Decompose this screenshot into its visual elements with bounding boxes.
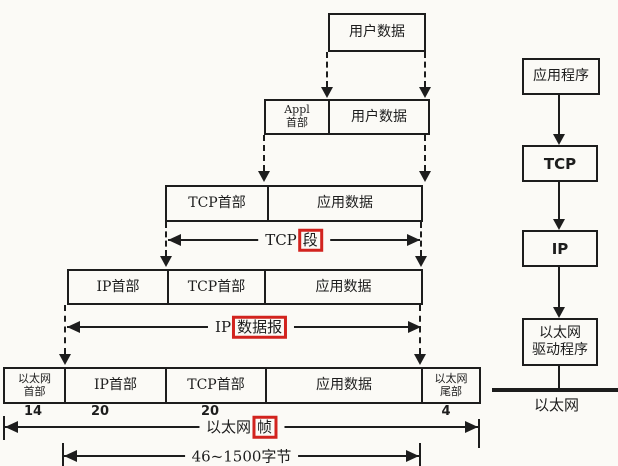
ethernet-frame-highlight-box: 帧 [252, 415, 278, 439]
stack-connector-line [558, 182, 560, 220]
row3-tcp-header-cell: TCP首部 [188, 195, 246, 212]
dashed-connector [326, 52, 328, 87]
eth-header-bytes: 14 [23, 404, 43, 419]
stack-connector-line [558, 366, 560, 389]
stack-tcp-box: TCP [522, 145, 598, 182]
arrowhead-down-icon [419, 171, 431, 182]
dashed-connector [424, 135, 426, 171]
ip-datagram-highlight-box: 数据报 [232, 315, 288, 339]
ip-datagram-label-prefix: IP [215, 317, 232, 336]
row4-tcp-header-cell: TCP首部 [167, 271, 264, 303]
arrowhead-left-icon [5, 421, 18, 433]
arrowhead-down-icon [160, 256, 172, 267]
arrowhead-down-icon [553, 307, 565, 318]
tcp-segment-label-prefix: TCP [265, 230, 297, 249]
span-end-tick [419, 443, 421, 466]
row2-appl-header-cell: Appl 首部 [284, 103, 310, 129]
row5-ip-header-cell: IP首部 [64, 369, 165, 402]
arrowhead-down-icon [321, 87, 333, 98]
ethernet-frame-label: 以太网帧 [198, 415, 285, 439]
row4-ip-header-cell: IP首部 [96, 278, 140, 295]
row5-tcp-header-cell: TCP首部 [165, 369, 265, 402]
arrowhead-down-icon [258, 171, 270, 182]
row4-app-data-cell: 应用数据 [264, 271, 421, 303]
frame-size-span-arrow: 46~1500字节 [64, 445, 419, 466]
dashed-connector [420, 222, 422, 256]
row5-box: 以太网 首部 IP首部 TCP首部 应用数据 以太网 尾部 [3, 367, 481, 404]
row5-eth-header-cell: 以太网 首部 [18, 371, 51, 398]
row2-box: Appl 首部 用户数据 [264, 99, 430, 135]
row3-box: TCP首部 应用数据 [165, 185, 423, 222]
arrowhead-right-icon [407, 234, 420, 246]
row2-user-data-cell: 用户数据 [328, 101, 428, 133]
arrowhead-down-icon [414, 354, 426, 365]
ethernet-medium-line [492, 388, 618, 392]
stack-application-box: 应用程序 [522, 58, 600, 95]
row1-user-data-box: 用户数据 [328, 13, 426, 52]
ip-header-bytes: 20 [90, 404, 110, 419]
tcp-segment-highlight-box: 段 [297, 228, 323, 252]
span-end-tick [3, 416, 5, 440]
arrowhead-down-icon [419, 87, 431, 98]
arrowhead-down-icon [553, 134, 565, 145]
span-end-tick [62, 443, 64, 466]
arrowhead-down-icon [415, 256, 427, 267]
arrowhead-right-icon [465, 421, 478, 433]
arrowhead-left-icon [168, 234, 181, 246]
arrowhead-left-icon [64, 450, 77, 462]
stack-connector-line [558, 95, 560, 135]
arrowhead-left-icon [67, 321, 80, 333]
span-end-tick [478, 419, 480, 448]
dashed-connector [424, 52, 426, 87]
frame-size-label: 46~1500字节 [184, 445, 299, 466]
row5-app-data-cell: 应用数据 [265, 369, 421, 402]
arrowhead-down-icon [553, 219, 565, 230]
arrowhead-right-icon [408, 321, 421, 333]
dashed-connector [64, 305, 66, 354]
stack-ethernet-driver-box: 以太网 驱动程序 [522, 318, 598, 366]
tcp-header-bytes: 20 [200, 404, 220, 419]
row3-app-data-cell: 应用数据 [267, 187, 421, 220]
stack-ip-box: IP [522, 230, 598, 267]
ethernet-frame-span-arrow: 以太网帧 [5, 415, 478, 439]
row1-user-data-label: 用户数据 [349, 24, 405, 41]
ethernet-medium-label: 以太网 [534, 396, 580, 414]
row4-box: IP首部 TCP首部 应用数据 [67, 269, 423, 305]
arrowhead-down-icon [59, 354, 71, 365]
row5-eth-trailer-cell: 以太网 尾部 [421, 369, 479, 402]
arrowhead-right-icon [406, 450, 419, 462]
eth-trailer-bytes: 4 [441, 404, 451, 419]
ethernet-frame-label-prefix: 以太网 [205, 417, 251, 436]
stack-connector-line [558, 267, 560, 308]
dashed-connector [263, 135, 265, 171]
dashed-connector [165, 222, 167, 256]
